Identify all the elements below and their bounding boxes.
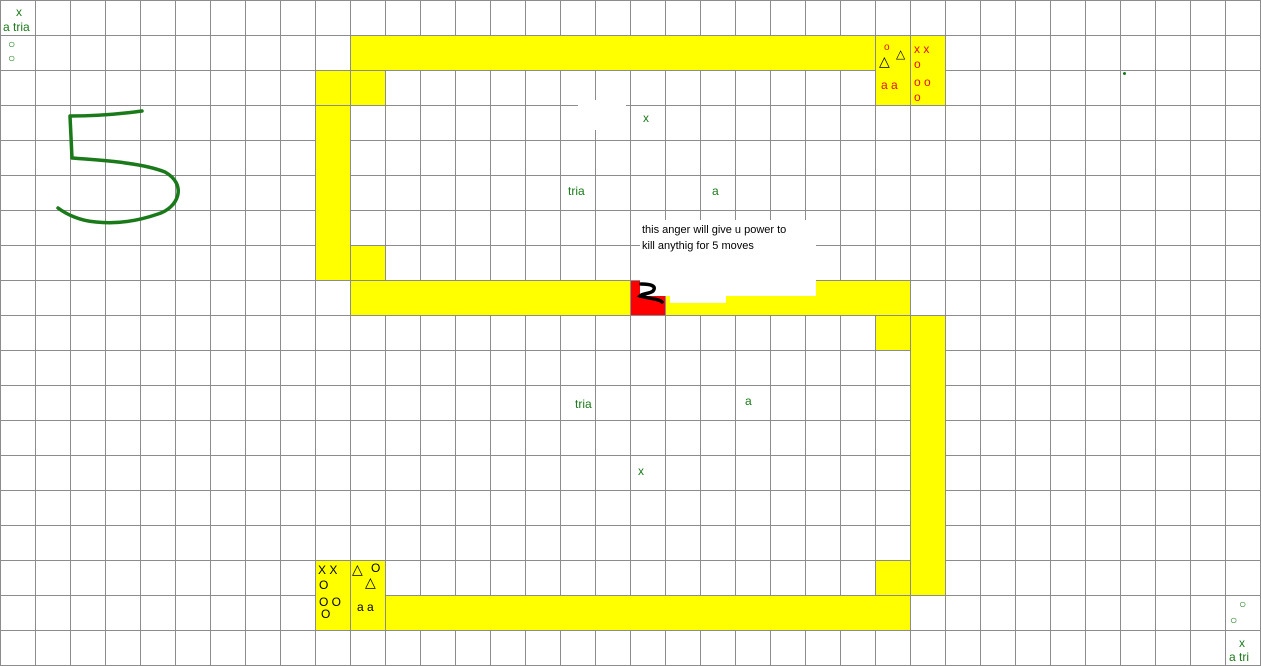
path-cell[interactable] bbox=[351, 246, 385, 280]
scribble-five-on-red-cell bbox=[636, 282, 664, 304]
piece-o[interactable]: O bbox=[319, 578, 329, 592]
corner-x: x bbox=[16, 5, 22, 19]
corner-o: ○ bbox=[1230, 613, 1238, 627]
path-cell[interactable] bbox=[351, 71, 385, 105]
piece-o[interactable]: o bbox=[914, 57, 921, 71]
path-cell[interactable] bbox=[386, 596, 910, 630]
label-x: x bbox=[638, 464, 644, 478]
home-cell[interactable] bbox=[911, 36, 945, 105]
label-x: x bbox=[643, 111, 649, 125]
path-cell[interactable] bbox=[876, 316, 910, 350]
piece-a[interactable]: a a bbox=[881, 78, 898, 92]
piece-triangle[interactable]: △ bbox=[879, 53, 890, 69]
corner-o: ○ bbox=[1239, 597, 1247, 611]
label-tria: tria bbox=[575, 397, 592, 411]
home-cell[interactable] bbox=[876, 36, 910, 105]
path-cell[interactable] bbox=[316, 106, 350, 280]
note-line: this anger will give u power to bbox=[642, 224, 787, 236]
piece-triangle[interactable]: △ bbox=[365, 574, 376, 590]
piece-o[interactable]: o o bbox=[914, 75, 931, 89]
piece-x[interactable]: X X bbox=[318, 563, 338, 577]
path-cell[interactable] bbox=[911, 316, 945, 595]
erased-area bbox=[578, 100, 626, 130]
path-cell[interactable] bbox=[316, 71, 350, 105]
label-a: a bbox=[712, 184, 719, 198]
label-tria: tria bbox=[568, 184, 585, 198]
path-cell[interactable] bbox=[876, 561, 910, 595]
label-a: a bbox=[745, 394, 752, 408]
home-cell[interactable] bbox=[316, 561, 350, 630]
corner-o: ○ bbox=[8, 51, 16, 65]
piece-o[interactable]: o bbox=[884, 42, 890, 53]
piece-o[interactable]: O bbox=[371, 561, 381, 575]
piece-o[interactable]: O O bbox=[319, 595, 342, 609]
piece-o[interactable]: O bbox=[321, 607, 331, 621]
piece-triangle[interactable]: △ bbox=[352, 561, 363, 577]
corner-o: ○ bbox=[8, 37, 16, 51]
corner-a-tria: a tria bbox=[3, 20, 30, 34]
corner-x: x bbox=[1239, 636, 1245, 650]
note-line: kill anythig for 5 moves bbox=[642, 240, 754, 252]
piece-o[interactable]: o bbox=[914, 90, 921, 104]
corner-a-tri: a tri bbox=[1229, 650, 1250, 664]
path-cell[interactable] bbox=[351, 36, 875, 70]
path-cell[interactable] bbox=[351, 281, 630, 315]
home-cell[interactable] bbox=[351, 561, 385, 630]
piece-triangle[interactable]: △ bbox=[896, 47, 906, 61]
dot-mark bbox=[1123, 72, 1126, 75]
piece-a[interactable]: a a bbox=[357, 600, 374, 614]
piece-x[interactable]: x x bbox=[914, 42, 930, 56]
hint-note: this anger will give u power to kill any… bbox=[640, 220, 816, 296]
hand-drawn-five bbox=[56, 109, 180, 225]
